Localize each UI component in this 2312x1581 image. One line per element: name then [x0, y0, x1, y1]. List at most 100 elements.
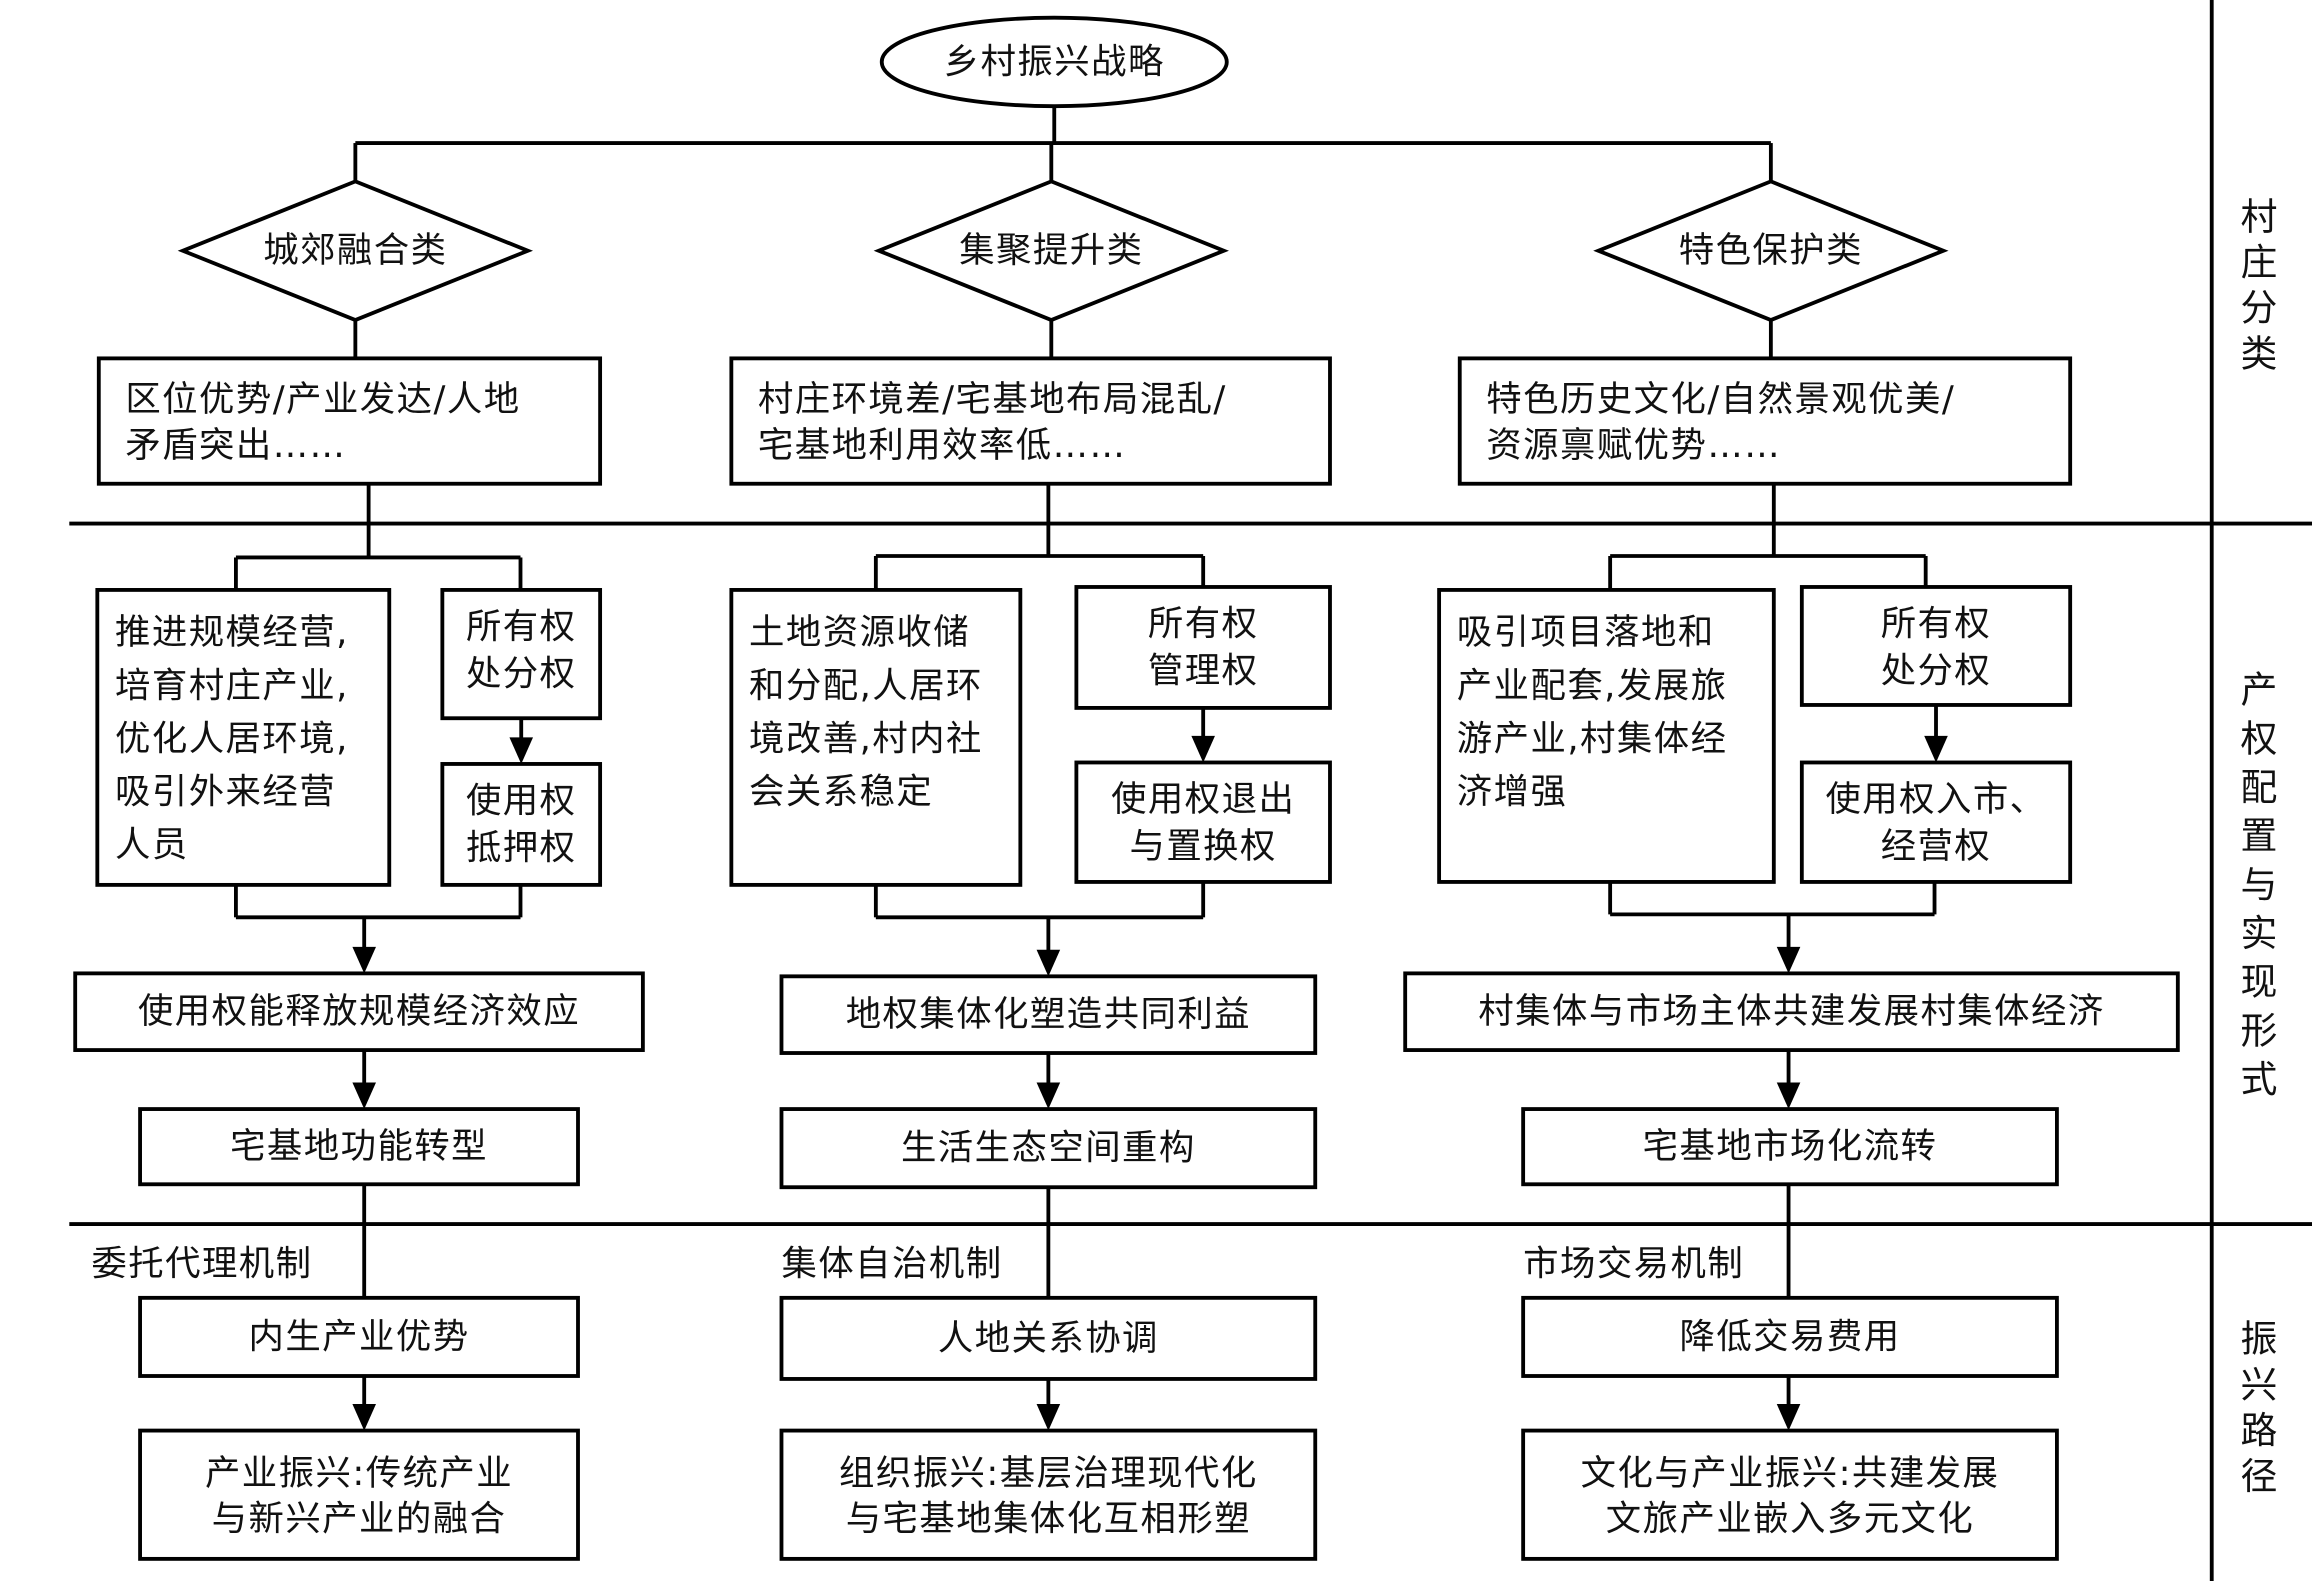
side-label-property-rights-char: 配: [2240, 766, 2277, 809]
rights-top-text: 处分权: [1881, 651, 1992, 692]
outcome-text: 产业振兴:传统产业: [205, 1453, 513, 1494]
arrowhead-icon: [1776, 1404, 1801, 1431]
goals-text: 土地资源收储: [749, 612, 970, 653]
side-label-classification-char: 村: [2240, 195, 2277, 238]
path-text: 降低交易费用: [1679, 1316, 1900, 1357]
arrowhead-icon: [1036, 1082, 1061, 1110]
mechanism-label: 委托代理机制: [91, 1243, 312, 1284]
category-label: 城郊融合类: [263, 230, 447, 271]
transformation-box: [1521, 1107, 2059, 1187]
effect-text: 村集体与市场主体共建发展村集体经济: [1478, 991, 2104, 1032]
arrowhead-icon: [1776, 946, 1801, 974]
arrowhead-icon: [352, 1082, 376, 1110]
side-label-classification-char: 分: [2240, 287, 2277, 330]
side-label-classification-char: 庄: [2240, 241, 2277, 284]
rights-bottom-text: 使用权退出: [1111, 779, 1295, 820]
goals-text: 产业配套,发展旅: [1457, 665, 1728, 706]
feature-text: 矛盾突出……: [125, 425, 346, 466]
path-text: 人地关系协调: [938, 1318, 1159, 1359]
side-label-property-rights-char: 现: [2240, 961, 2277, 1004]
effect-text: 使用权能释放规模经济效应: [138, 991, 580, 1032]
rights-bottom-box: [1074, 760, 1332, 884]
feature-text: 宅基地利用效率低……: [758, 425, 1126, 466]
feature-box: [96, 356, 603, 486]
goals-text: 人员: [115, 825, 189, 866]
path-text: 内生产业优势: [248, 1316, 469, 1357]
category-label: 特色保护类: [1679, 230, 1863, 271]
goals-box: [1437, 588, 1776, 884]
side-label-revitalization-path: 振兴路径振兴路径: [2240, 1318, 2277, 1498]
outcome-text: 文化与产业振兴:共建发展: [1581, 1453, 2000, 1494]
goals-text: 推进规模经营,: [115, 612, 349, 653]
goals-box: [95, 588, 392, 887]
arrowhead-icon: [509, 737, 534, 764]
outcome-text: 组织振兴:基层治理现代化: [839, 1453, 1258, 1494]
arrowhead-icon: [1036, 1404, 1061, 1431]
side-label-revitalization-path-char: 路: [2240, 1409, 2277, 1452]
transformation-box: [138, 1107, 580, 1187]
rights-top-text: 管理权: [1148, 651, 1259, 692]
arrowhead-icon: [352, 946, 376, 974]
feature-text: 区位优势/产业发达/人地: [125, 379, 520, 420]
rights-top-text: 所有权: [1148, 603, 1259, 644]
feature-box: [1457, 356, 2073, 486]
goals-text: 游产业,村集体经: [1457, 718, 1728, 759]
path-box: [1521, 1295, 2059, 1378]
side-label-property-rights-char: 实: [2240, 912, 2277, 955]
rights-bottom-text: 经营权: [1881, 826, 1992, 867]
goals-text: 培育村庄产业,: [115, 665, 349, 706]
rights-bottom-text: 抵押权: [466, 828, 577, 869]
effect-text: 地权集体化塑造共同利益: [846, 994, 1251, 1035]
path-box: [138, 1295, 580, 1378]
rights-top-text: 所有权: [466, 606, 577, 647]
goals-text: 和分配,人居环: [749, 665, 983, 706]
side-label-revitalization-path-char: 振: [2240, 1318, 2277, 1361]
feature-box: [729, 356, 1332, 486]
title-text: 乡村振兴战略: [944, 41, 1165, 82]
rights-bottom-box: [1799, 760, 2073, 884]
goals-text: 吸引外来经营: [115, 771, 336, 812]
rights-top-box: [1799, 585, 2073, 707]
side-label-property-rights-char: 权: [2240, 717, 2277, 760]
transformation-text: 生活生态空间重构: [901, 1128, 1196, 1169]
goals-text: 吸引项目落地和: [1457, 612, 1715, 653]
outcome-text: 文旅产业嵌入多元文化: [1606, 1499, 1974, 1540]
outcome-box: [1521, 1428, 2059, 1561]
side-label-property-rights-char: 置: [2240, 815, 2277, 858]
goals-text: 会关系稳定: [749, 771, 933, 812]
side-label-property-rights-char: 式: [2240, 1058, 2277, 1101]
side-label-property-rights-char: 产: [2240, 669, 2277, 712]
arrowhead-icon: [352, 1404, 376, 1431]
feature-text: 特色历史文化/自然景观优美/: [1486, 379, 1955, 420]
side-label-property-rights-char: 与: [2240, 863, 2277, 906]
rights-bottom-text: 使用权: [466, 780, 577, 821]
goals-text: 优化人居环境,: [115, 718, 349, 759]
side-label-revitalization-path-char: 兴: [2240, 1363, 2277, 1406]
arrowhead-icon: [1924, 735, 1948, 763]
side-label-property-rights: 产权配置与实现形式产权配置与实现形式: [2240, 669, 2277, 1101]
side-label-revitalization-path-char: 径: [2240, 1455, 2277, 1498]
goals-box: [729, 588, 1023, 887]
outcome-text: 与宅基地集体化互相形塑: [846, 1499, 1251, 1540]
effect-box: [1403, 971, 2180, 1052]
outcome-box: [779, 1428, 1318, 1561]
rights-bottom-box: [440, 762, 603, 887]
mechanism-label: 集体自治机制: [781, 1243, 1002, 1284]
feature-text: 资源禀赋优势……: [1486, 425, 1781, 466]
arrowhead-icon: [1191, 735, 1215, 763]
rights-bottom-text: 使用权入市、: [1825, 779, 2046, 820]
side-label-classification-char: 类: [2240, 332, 2277, 375]
category-label: 集聚提升类: [959, 230, 1143, 271]
arrowhead-icon: [1776, 1082, 1801, 1110]
arrowhead-icon: [1036, 949, 1061, 977]
rights-top-text: 所有权: [1881, 603, 1992, 644]
side-label-property-rights-char: 形: [2240, 1009, 2277, 1052]
effect-box: [73, 971, 645, 1052]
side-label-classification: 村庄分类村庄分类: [2240, 195, 2277, 375]
rights-bottom-text: 与置换权: [1129, 826, 1276, 867]
outcome-box: [138, 1428, 580, 1561]
mechanism-label: 市场交易机制: [1523, 1243, 1744, 1284]
feature-text: 村庄环境差/宅基地布局混乱/: [758, 379, 1227, 420]
outcome-text: 与新兴产业的融合: [212, 1499, 507, 1540]
